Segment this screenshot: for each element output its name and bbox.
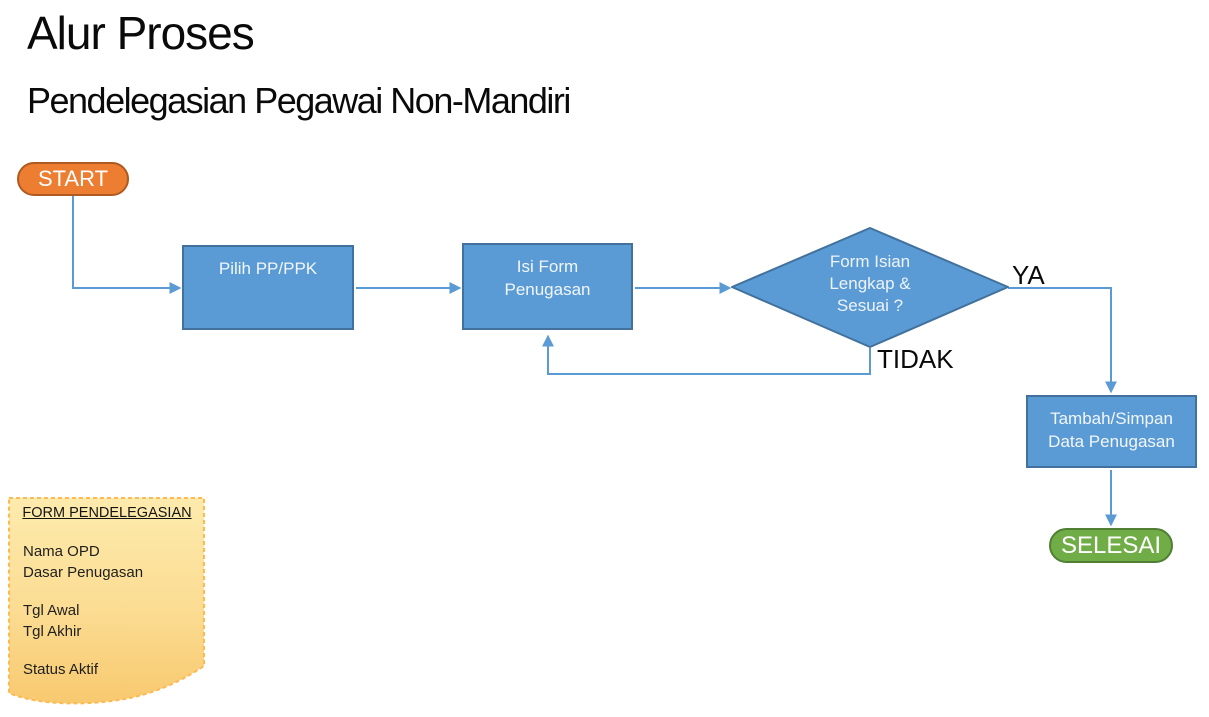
note-field-nama-opd: Nama OPD	[23, 543, 100, 560]
node-isi-form-penugasan: Isi Form Penugasan	[462, 243, 633, 330]
note-field-status-aktif: Status Aktif	[23, 661, 99, 678]
node-selesai-label: SELESAI	[1060, 531, 1162, 559]
note-blank-line	[23, 583, 198, 600]
note-field-tgl-akhir: Tgl Akhir	[23, 623, 82, 640]
connector-decision-tidak-to-isiform	[542, 334, 871, 375]
note-title: FORM PENDELEGASIAN	[22, 505, 192, 521]
page-subtitle: Pendelegasian Pegawai Non-Mandiri	[27, 80, 571, 121]
decision-diamond	[731, 227, 1009, 348]
connector-start-to-pilih	[72, 196, 182, 294]
node-selesai: SELESAI	[1049, 528, 1173, 563]
connector-decision-ya-to-tambah	[1008, 287, 1117, 394]
note-blank-line	[23, 642, 198, 659]
edge-label-tidak: TIDAK	[877, 344, 954, 374]
edge-label-ya: YA	[1012, 260, 1045, 290]
node-start: START	[17, 162, 129, 196]
note-body: Nama OPD Dasar Penugasan Tgl Awal Tgl Ak…	[23, 541, 198, 680]
node-decision-label: Form Isian Lengkap & Sesuai ?	[829, 252, 911, 315]
note-field-dasar-penugasan: Dasar Penugasan	[23, 564, 144, 581]
note-field-tgl-awal: Tgl Awal	[23, 602, 80, 619]
note-shape	[8, 497, 205, 705]
node-tambah-simpan-data-penugasan: Tambah/Simpan Data Penugasan	[1026, 395, 1197, 468]
node-pilih-pp-ppk: Pilih PP/PPK	[182, 245, 354, 330]
node-start-label: START	[37, 166, 109, 191]
page-title: Alur Proses	[27, 7, 255, 59]
